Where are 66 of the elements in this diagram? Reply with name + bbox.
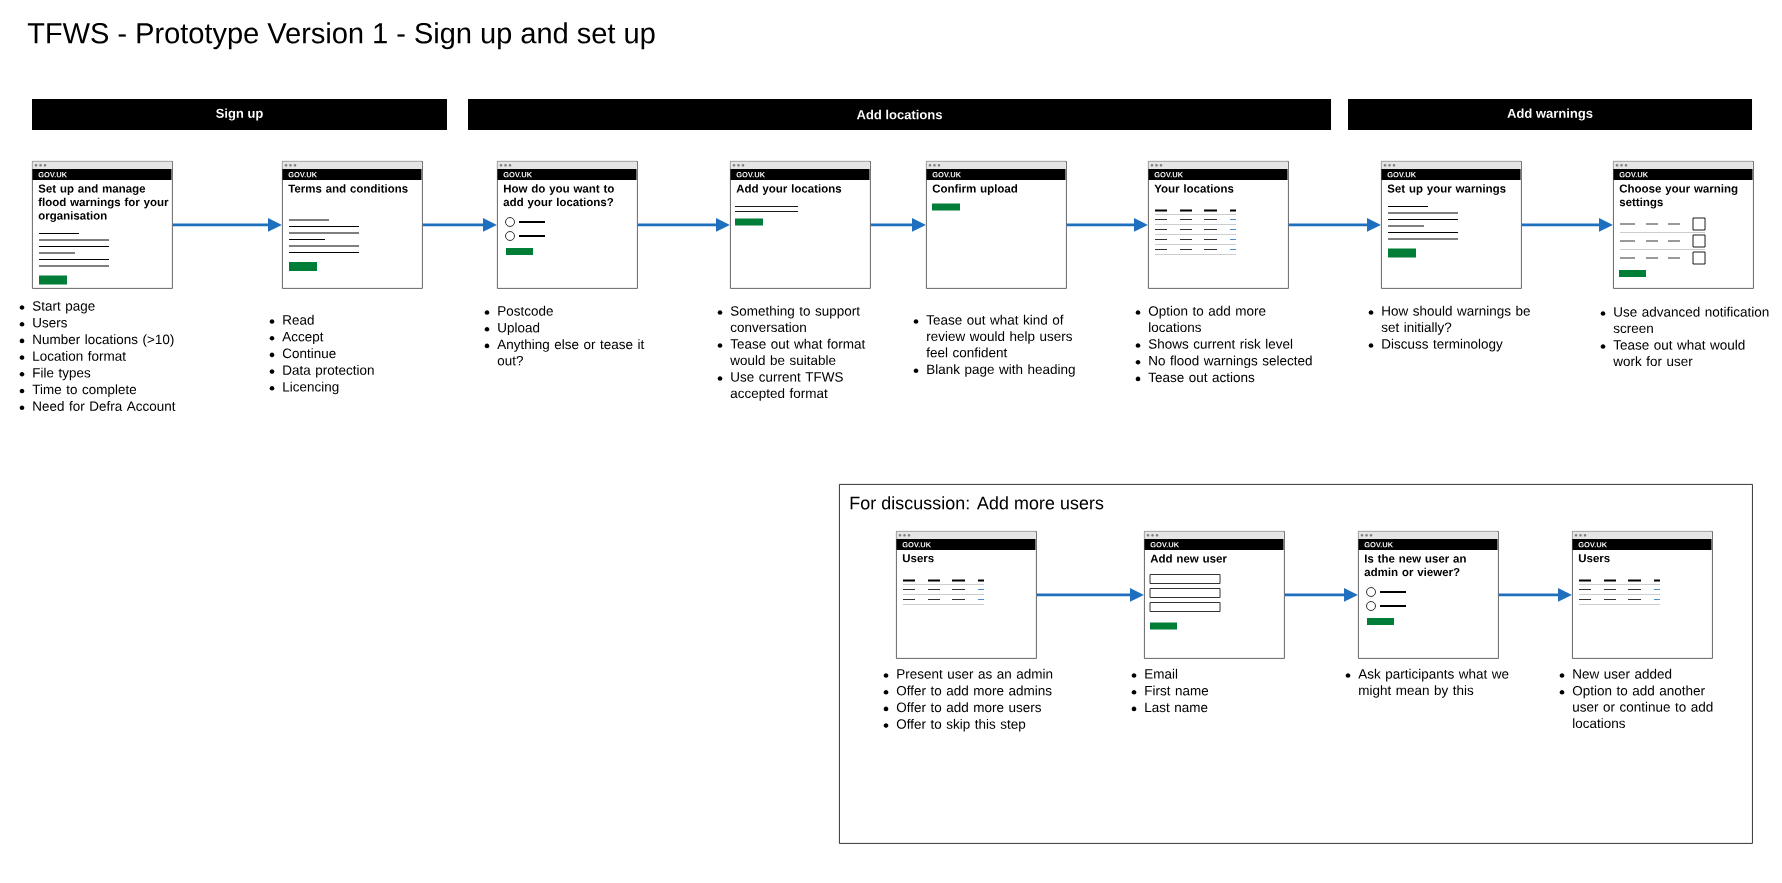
bullet-item: Postcode xyxy=(484,305,553,316)
screen-heading: Is the new user an admin or viewer? xyxy=(1364,554,1466,577)
bullet-item: Offer to add more users xyxy=(883,702,1041,713)
screen-heading: Confirm upload xyxy=(932,184,1018,195)
bullet-item: New user added xyxy=(1559,668,1672,679)
bullet-item: Anything else or tease it out? xyxy=(484,339,645,366)
screen-heading: Choose your warning settings xyxy=(1619,184,1738,209)
screen-mockup xyxy=(1572,531,1713,659)
screen-heading: How do you want to add your locations? xyxy=(503,184,614,209)
bullet-item: Licencing xyxy=(269,381,339,395)
bullet-item: No flood warnings selected xyxy=(1135,355,1312,369)
screen-mockup xyxy=(1613,161,1754,289)
bullet-item: Data protection xyxy=(269,364,374,378)
screen-heading: Add your locations xyxy=(736,184,842,195)
bullet-item: Something to support conversation xyxy=(717,305,860,333)
bullet-item: Ask participants what we might mean by this xyxy=(1345,668,1509,698)
bullet-item: First name xyxy=(1131,685,1209,696)
bullet-item: Present user as an admin xyxy=(883,668,1053,679)
screen-mockup xyxy=(497,161,638,289)
bullet-item: Last name xyxy=(1131,702,1208,713)
screen-heading: Users xyxy=(1578,554,1610,563)
screen-mockup xyxy=(1358,531,1499,659)
bullet-item: Use advanced notification screen xyxy=(1600,306,1769,334)
bullet-item: Users xyxy=(19,318,67,328)
bullet-item: Shows current risk level xyxy=(1135,338,1293,349)
bullet-item: Need for Defra Account xyxy=(19,401,176,411)
bullet-item: Option to add more locations xyxy=(1135,305,1266,333)
screen-mockup xyxy=(926,161,1067,289)
screen-mockup xyxy=(730,161,871,289)
screen-mockup xyxy=(282,161,423,289)
screen-mockup xyxy=(896,531,1037,659)
screen-heading: Your locations xyxy=(1154,184,1234,193)
bullet-item: Offer to skip this step xyxy=(883,718,1026,732)
section-band: Add warnings xyxy=(1348,99,1752,130)
bullet-item: Tease out actions xyxy=(1135,372,1255,383)
bullet-item: Tease out what would work for user xyxy=(1600,339,1745,367)
bullet-item: Option to add another user or continue to add locations xyxy=(1559,685,1713,729)
bullet-item: Upload xyxy=(484,322,540,336)
bullet-item: Tease out what kind of review would help users feel confident xyxy=(913,314,1072,358)
screen-heading: Set up and manage flood warnings for your organisation xyxy=(38,184,169,222)
bullet-item: File types xyxy=(19,367,91,381)
bullet-item: Tease out what format would be suitable xyxy=(717,338,866,366)
screen-mockup xyxy=(1381,161,1522,289)
bullet-item: Discuss terminology xyxy=(1368,338,1503,352)
screen-heading: Terms and conditions xyxy=(288,184,408,193)
bullet-item: Location format xyxy=(19,350,126,361)
screen-heading: Add new user xyxy=(1150,554,1227,563)
screen-mockup xyxy=(1144,531,1285,659)
bullet-item: Blank page with heading xyxy=(913,364,1075,377)
bullet-item: Start page xyxy=(19,301,95,314)
section-band: Sign up xyxy=(32,99,447,130)
bullet-item: Email xyxy=(1131,668,1178,679)
diagram-title: TFWS - Prototype Version 1 - Sign up and set up xyxy=(27,22,655,50)
bullet-item: Use current TFWS accepted format xyxy=(717,372,843,401)
section-band: Add locations xyxy=(468,99,1331,130)
screen-mockup xyxy=(32,161,173,289)
bullet-item: Continue xyxy=(269,348,336,359)
bullet-item: Read xyxy=(269,314,314,325)
screen-heading: Users xyxy=(902,554,934,563)
bullet-item: Time to complete xyxy=(19,384,137,397)
screen-heading: Set up your warnings xyxy=(1387,184,1506,195)
bullet-item: How should warnings be set initially? xyxy=(1368,305,1530,335)
screen-mockup xyxy=(1148,161,1289,289)
bullet-item: Accept xyxy=(269,332,324,345)
bullet-item: Number locations (>10) xyxy=(19,334,174,347)
bullet-item: Offer to add more admins xyxy=(883,685,1052,696)
